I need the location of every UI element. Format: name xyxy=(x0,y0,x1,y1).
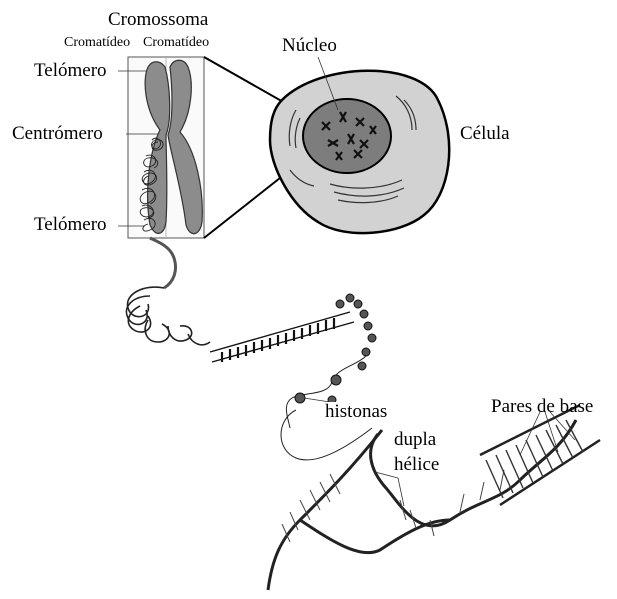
nucleus-label: Núcleo xyxy=(282,36,337,55)
telomere-top-label: Telómero xyxy=(34,61,107,80)
centromere-label: Centrómero xyxy=(12,124,103,143)
chromatin-fiber xyxy=(126,238,376,460)
base-pairs-label: Pares de base xyxy=(491,397,593,416)
cell-label: Célula xyxy=(460,124,510,143)
chromatid-right-label: Cromatídeo xyxy=(143,36,209,50)
chromosome-label: Cromossoma xyxy=(108,10,208,29)
dense-coil xyxy=(222,318,334,362)
telomere-bottom-label: Telómero xyxy=(34,215,107,234)
double-helix xyxy=(268,398,600,590)
double-helix-label-1: dupla xyxy=(394,430,436,449)
cell xyxy=(270,57,449,233)
chromatid-left-label: Cromatídeo xyxy=(64,36,130,50)
histones-label: histonas xyxy=(324,402,388,421)
double-helix-label-2: hélice xyxy=(394,455,439,474)
